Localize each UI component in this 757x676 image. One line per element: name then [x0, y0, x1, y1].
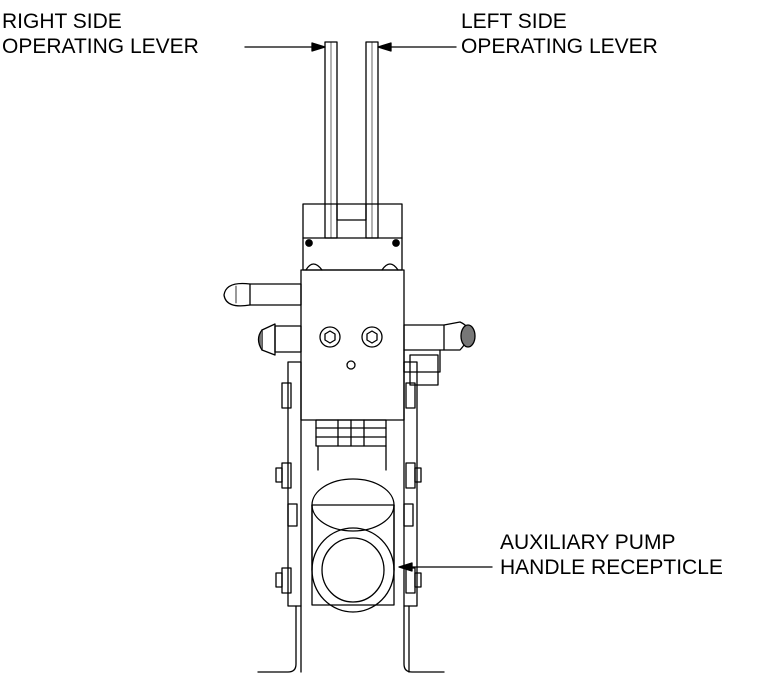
left-upper-fitting — [223, 282, 302, 307]
right-lever-label-line2: OPERATING LEVER — [2, 35, 199, 58]
left-lower-fitting — [257, 323, 302, 356]
left-side-operating-lever-label: LEFT SIDE OPERATING LEVER — [461, 9, 658, 59]
aux-pump-leader — [398, 562, 493, 572]
left-lever-label-line2: OPERATING LEVER — [461, 35, 658, 58]
plate-bolts — [275, 382, 422, 594]
left-lever-label-line1: LEFT SIDE — [461, 10, 567, 33]
manifold-nuts — [315, 419, 387, 447]
lever-housing — [302, 203, 403, 271]
right-lever-label-line1: RIGHT SIDE — [2, 10, 122, 33]
left-lever-leader — [377, 42, 457, 52]
left-side-plate — [257, 361, 302, 673]
right-side-plate — [403, 361, 445, 673]
right-operating-lever — [324, 41, 338, 239]
aux-pump-label-line1: AUXILIARY PUMP — [500, 531, 676, 554]
right-lever-leader — [244, 42, 326, 52]
left-operating-lever — [365, 41, 379, 239]
right-elbow-fitting — [403, 321, 476, 386]
aux-pump-label-line2: HANDLE RECEPTICLE — [500, 556, 723, 579]
valve-body — [300, 269, 405, 421]
right-side-operating-lever-label: RIGHT SIDE OPERATING LEVER — [2, 9, 199, 59]
pump-handle-receptacle — [311, 445, 395, 613]
auxiliary-pump-handle-receptacle-label: AUXILIARY PUMP HANDLE RECEPTICLE — [500, 530, 723, 580]
